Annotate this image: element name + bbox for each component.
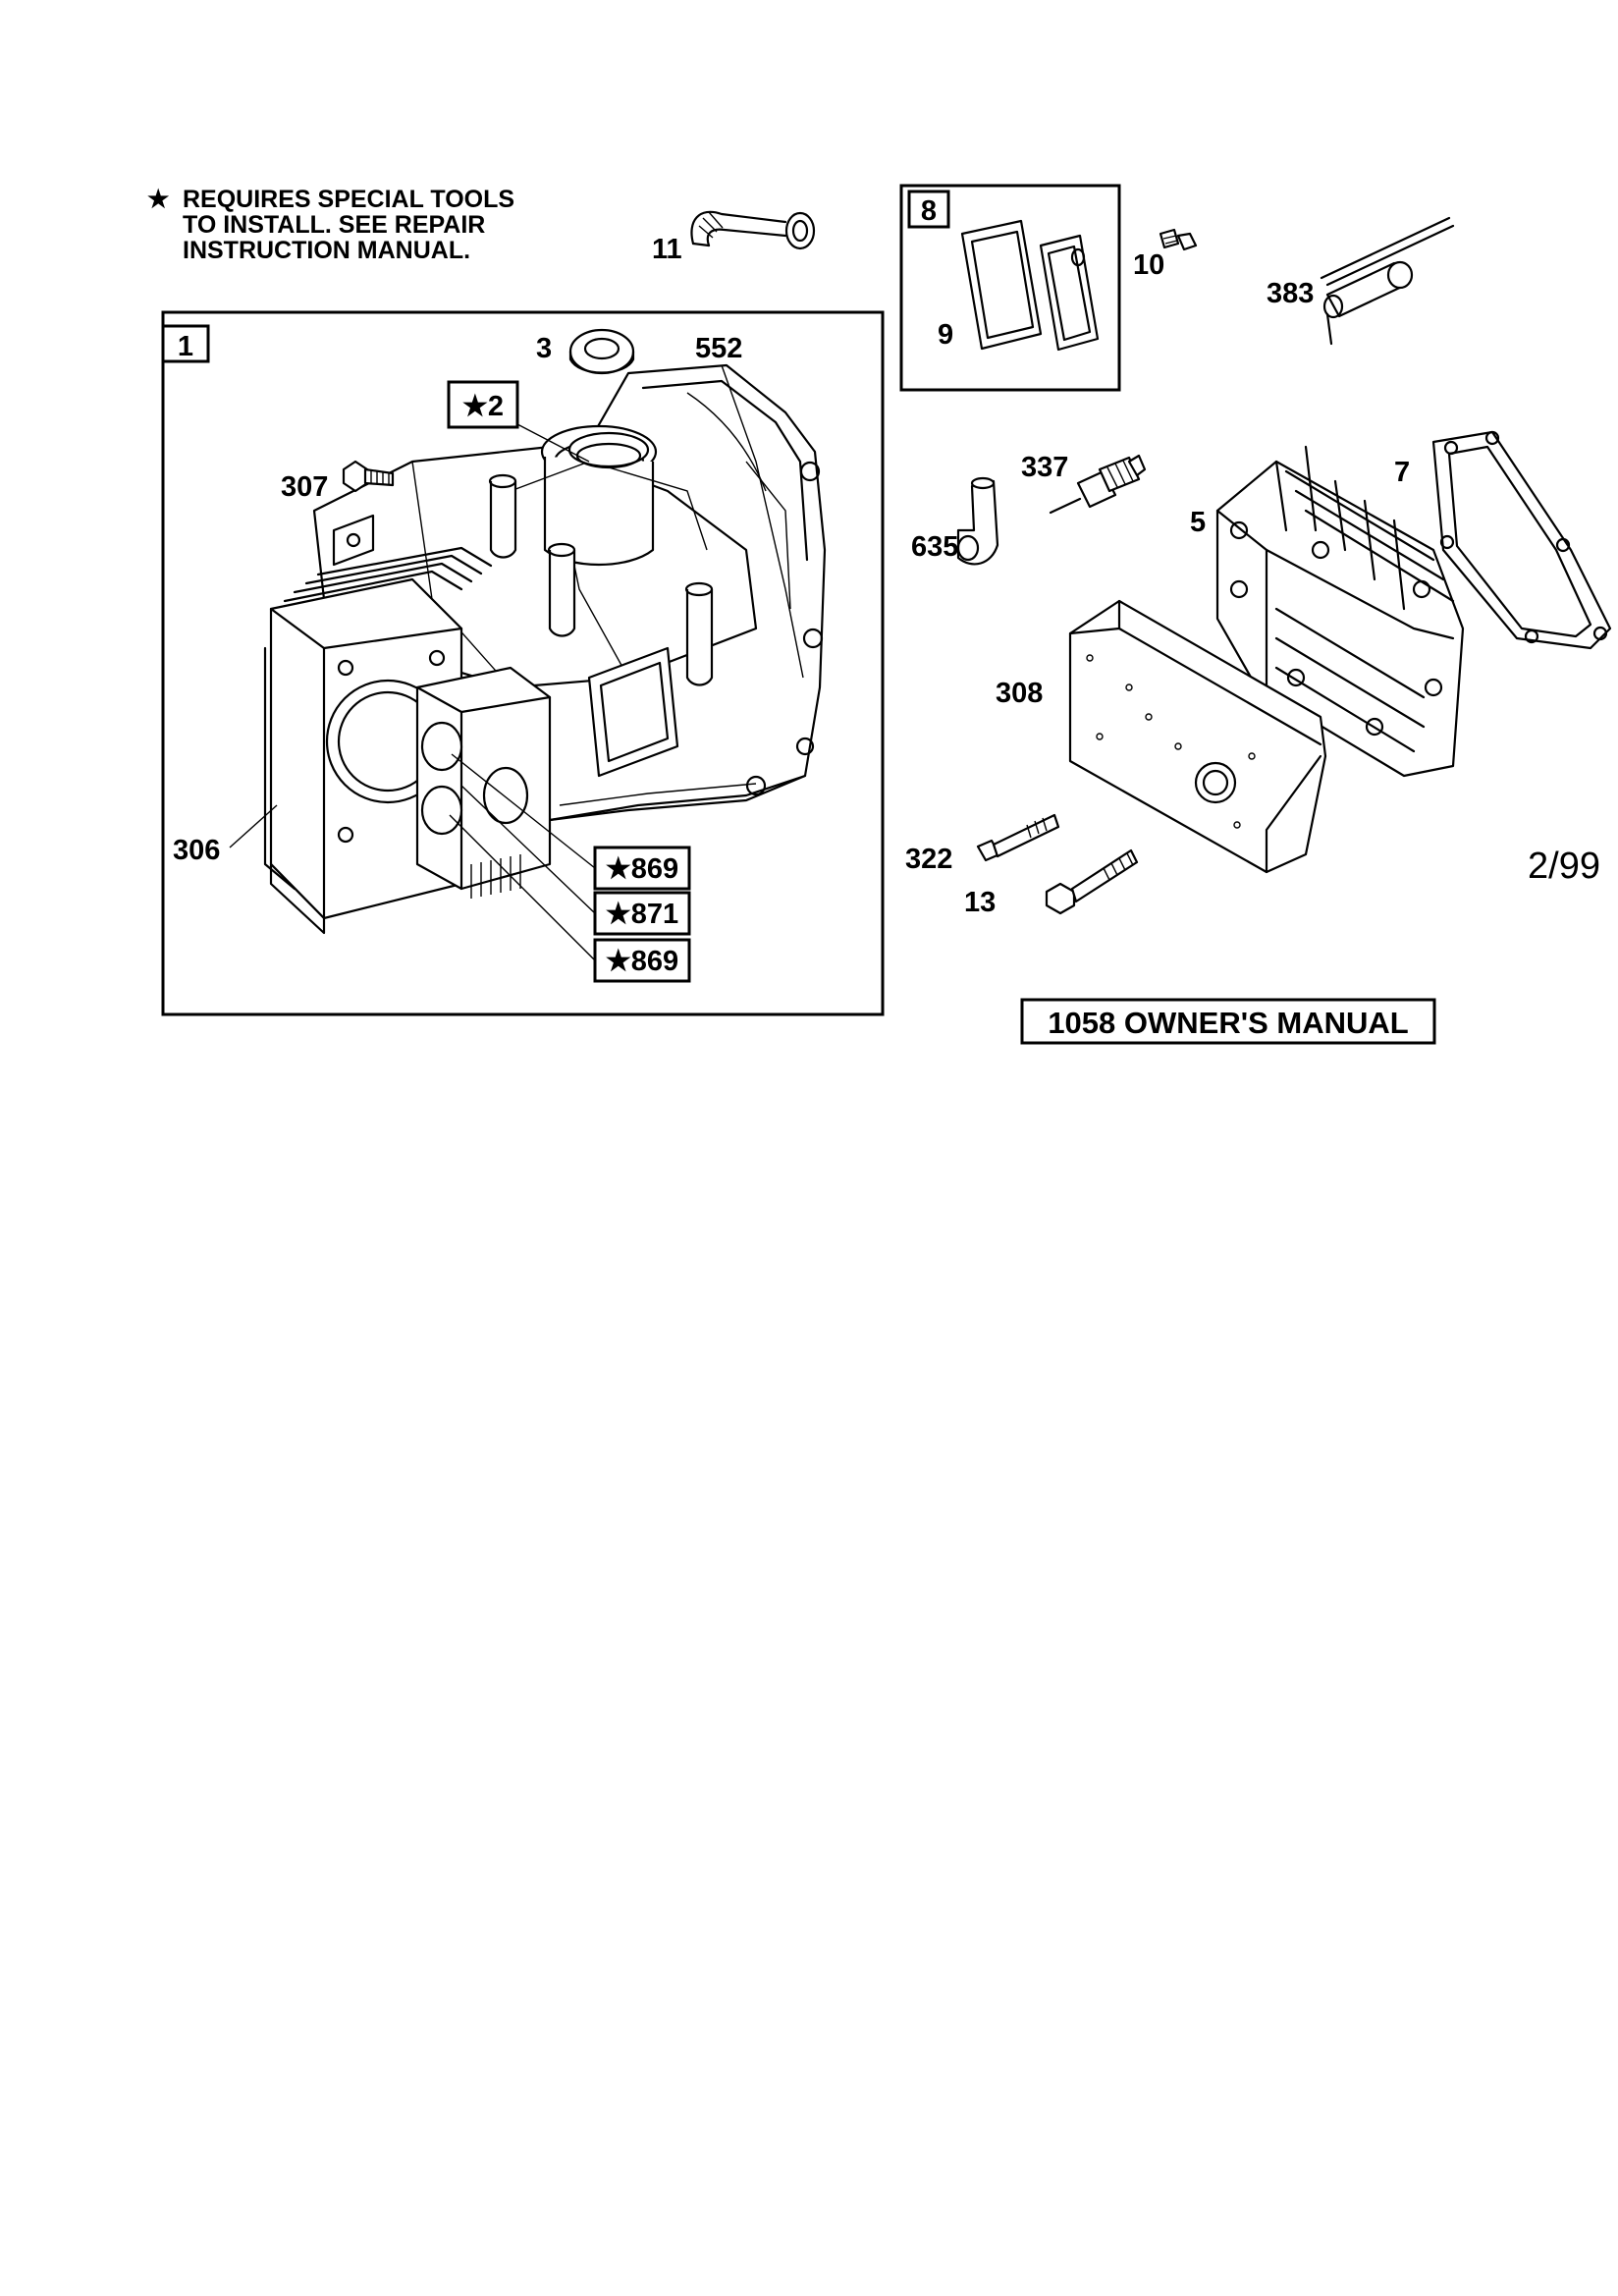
- box-1-label: 1: [178, 331, 193, 362]
- screw-307: [342, 460, 395, 493]
- leader-552: [721, 364, 804, 679]
- leader-2: [516, 423, 590, 463]
- label-552: 552: [695, 333, 742, 364]
- box-8-tag: [907, 190, 950, 229]
- label-869-bottom: ★869: [606, 946, 678, 977]
- leader-306: [229, 804, 278, 848]
- breather-tube-part: [690, 210, 816, 250]
- label-10: 10: [1133, 249, 1164, 281]
- bearing-label-box: [447, 380, 519, 429]
- breather-cover-part: [1039, 234, 1100, 352]
- gasket-kit-box: [899, 184, 1121, 392]
- label-322: 322: [905, 844, 952, 875]
- spark-boot-part: [956, 476, 999, 566]
- label-307: 307: [281, 471, 328, 503]
- cylinder-assembly-box: [161, 310, 885, 1016]
- spark-plug-part: [1049, 454, 1147, 515]
- label-869-top: ★869: [606, 853, 678, 885]
- breather-gasket-part: [960, 219, 1043, 351]
- label-5: 5: [1190, 507, 1206, 538]
- bolt-13: [1045, 848, 1139, 915]
- note-line-3: INSTRUCTION MANUAL.: [183, 237, 470, 264]
- manual-label-box: [1020, 998, 1436, 1045]
- box-8-label: 8: [921, 195, 937, 227]
- head-gasket-part: [1431, 430, 1612, 650]
- date-code: 2/99: [1528, 846, 1600, 887]
- engine-block-drawing: [263, 363, 827, 935]
- manual-label: 1058 OWNER'S MANUAL: [1048, 1006, 1408, 1040]
- label-308: 308: [996, 678, 1043, 709]
- label-3: 3: [536, 333, 552, 364]
- box-1-tag: [161, 324, 210, 363]
- tool-383: [1320, 216, 1455, 346]
- note-star: ★: [147, 186, 170, 213]
- label-337: 337: [1021, 452, 1068, 483]
- bolt-322: [976, 813, 1060, 862]
- special-tools-note: ★ REQUIRES SPECIAL TOOLS TO INSTALL. SEE…: [147, 186, 514, 264]
- label-7: 7: [1394, 457, 1410, 488]
- label-871: ★871: [606, 899, 678, 930]
- label-306: 306: [173, 835, 220, 866]
- screw-10: [1159, 228, 1198, 251]
- note-line-2: TO INSTALL. SEE REPAIR: [183, 211, 485, 239]
- valve-leaders: [449, 753, 596, 961]
- label-9: 9: [938, 319, 953, 351]
- label-11: 11: [652, 234, 682, 265]
- air-guide-shield-part: [1068, 599, 1327, 874]
- label-2: ★2: [462, 391, 504, 422]
- label-13: 13: [964, 887, 996, 918]
- note-line-1: REQUIRES SPECIAL TOOLS: [183, 186, 514, 213]
- label-383: 383: [1267, 278, 1314, 309]
- label-635: 635: [911, 531, 958, 563]
- oil-seal-part: [568, 328, 635, 375]
